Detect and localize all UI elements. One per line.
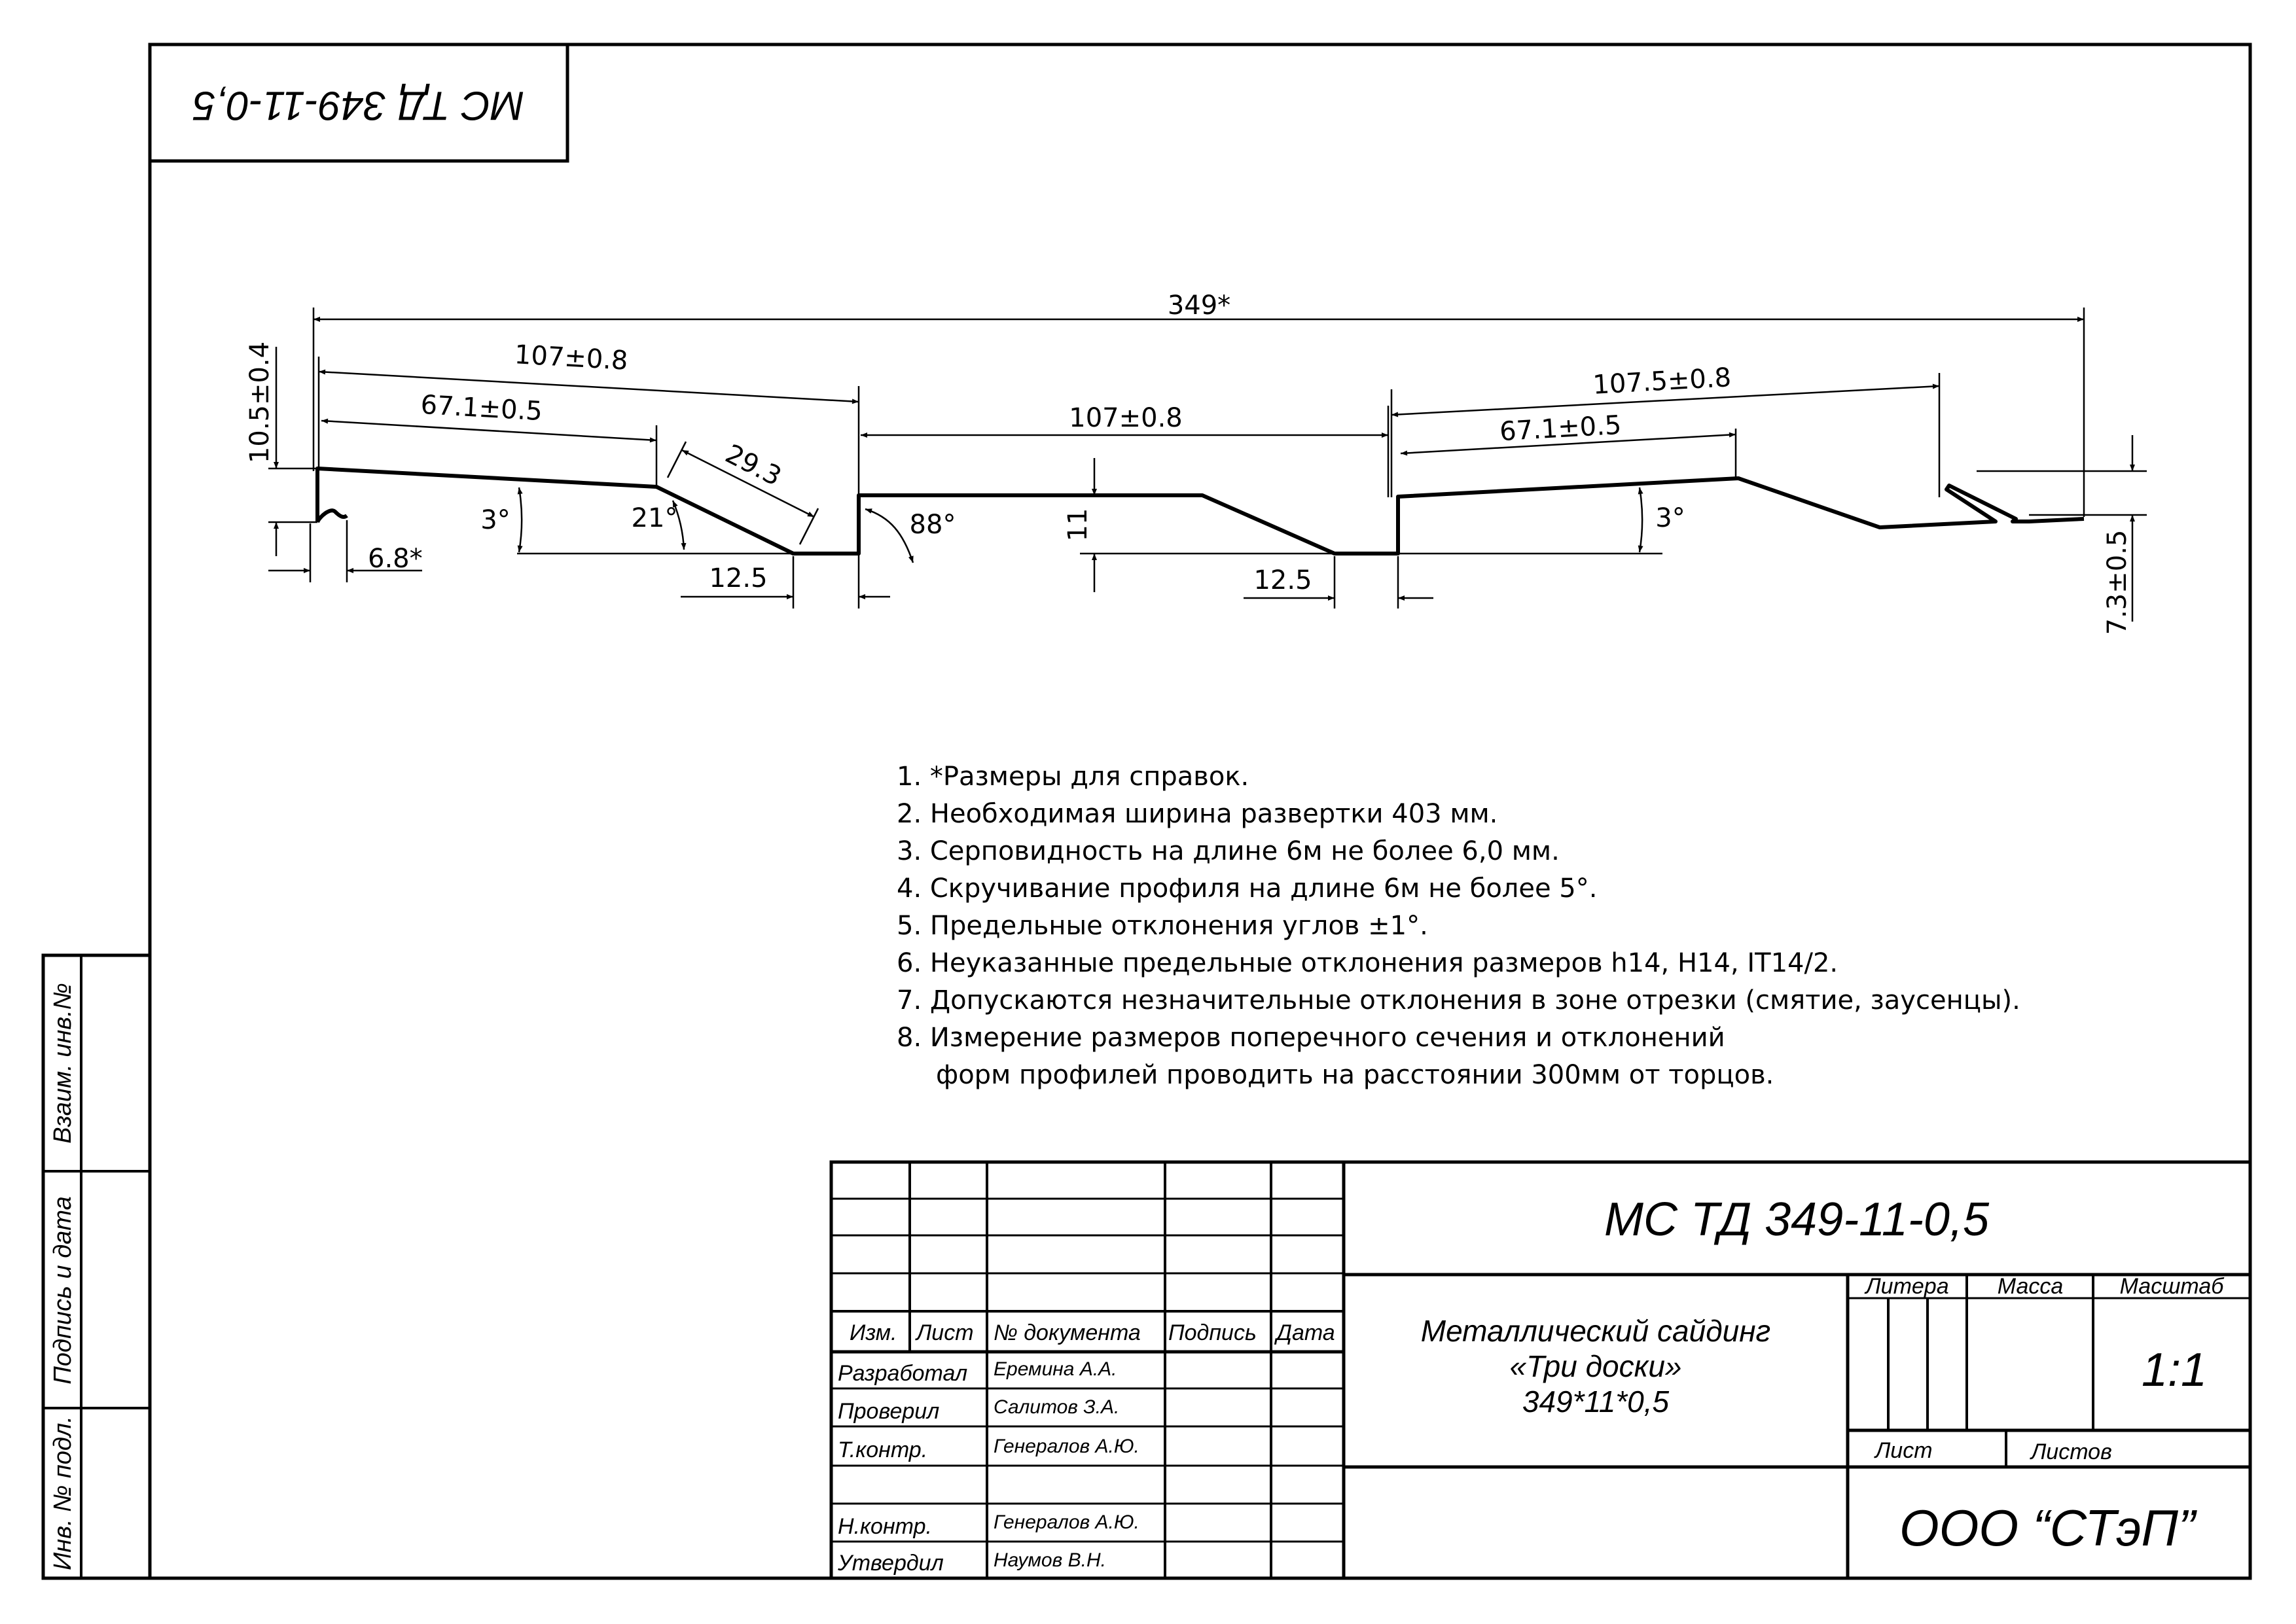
name-ncontrol: Генералов А.Ю. [994, 1511, 1139, 1533]
dim-left-gap: 12.5 [709, 563, 767, 593]
dim-mid-top: 107±0.8 [1069, 403, 1182, 433]
note-8-cont: форм профилей проводить на расстоянии 30… [936, 1060, 1774, 1090]
side-label-podpis: Подпись и дата [49, 1196, 77, 1384]
note-3: 3. Серповидность на длине 6м не более 6,… [897, 836, 1560, 866]
role-approver: Утвердил [837, 1551, 944, 1576]
dim-mid-height: 11 [1063, 508, 1093, 542]
role-developer: Разработал [838, 1361, 967, 1386]
dim-right-height: 7.3±0.5 [2102, 530, 2132, 635]
note-7: 7. Допускаются незначительные отклонения… [897, 985, 2020, 1015]
designation: МС ТД 349-11-0,5 [1604, 1193, 1990, 1246]
role-tcontrol: Т.контр. [838, 1438, 927, 1462]
product-name-line1: Металлический сайдинг [1421, 1314, 1770, 1348]
listov-label: Листов [2030, 1439, 2112, 1464]
role-checker: Проверил [838, 1399, 939, 1424]
list-label: Лист [1874, 1438, 1933, 1463]
dim-left-height: 10.5±0.4 [245, 342, 275, 463]
note-5: 5. Предельные отклонения углов ±1°. [897, 911, 1428, 941]
dim-left-angle: 3° [480, 505, 510, 535]
dim-slope-angle: 21° [632, 503, 678, 533]
header-sign: Подпись [1168, 1320, 1257, 1345]
name-developer: Еремина А.А. [994, 1358, 1117, 1380]
role-ncontrol: Н.контр. [838, 1514, 932, 1539]
title-block-texts: МС ТД 349-11-0,5 Металлический сайдинг «… [837, 1193, 2225, 1576]
scale-value: 1:1 [2142, 1344, 2207, 1396]
note-4: 4. Скручивание профиля на длине 6м не бо… [897, 874, 1597, 904]
side-label-vzaim: Взаим. инв.№ [49, 983, 77, 1144]
note-2: 2. Необходимая ширина развертки 403 мм. [897, 799, 1498, 829]
dimension-texts: 349* 107±0.8 67.1±0.5 29.3 10.5±0.4 6.8*… [245, 291, 2132, 635]
top-stamp-text: МС ТД 349-11-0,5 [192, 83, 524, 128]
note-8: 8. Измерение размеров поперечного сечени… [897, 1023, 1725, 1053]
note-1: 1. *Размеры для справок. [897, 762, 1249, 792]
side-strip [41, 953, 152, 1580]
header-list: Лист [915, 1320, 974, 1345]
top-stamp-box [148, 43, 569, 163]
dim-mid-angle: 88° [910, 510, 956, 540]
dimension-lines [268, 308, 2147, 622]
massa-label: Масса [1998, 1274, 2064, 1299]
dim-overall: 349* [1168, 291, 1230, 321]
header-izm: Изм. [850, 1320, 897, 1345]
product-name-line2: «Три доски» [1510, 1349, 1682, 1383]
title-block [829, 1160, 2252, 1580]
header-doc: № документа [994, 1320, 1141, 1345]
side-label-inv: Инв. № подл. [49, 1416, 77, 1570]
dim-right-flat: 67.1±0.5 [1499, 410, 1622, 447]
product-name-line3: 349*11*0,5 [1522, 1385, 1670, 1419]
dim-left-slope: 29.3 [721, 439, 786, 492]
name-approver: Наумов В.Н. [994, 1549, 1106, 1571]
header-date: Дата [1274, 1320, 1335, 1345]
note-6: 6. Неуказанные предельные отклонения раз… [897, 948, 1838, 978]
dim-right-top: 107.5±0.8 [1592, 362, 1732, 400]
siding-profile [315, 467, 2085, 556]
dim-right-angle: 3° [1655, 503, 1685, 533]
name-checker: Салитов З.А. [994, 1396, 1119, 1418]
dim-left-flat: 67.1±0.5 [420, 390, 543, 427]
name-tcontrol: Генералов А.Ю. [994, 1436, 1139, 1457]
litera-label: Литера [1864, 1274, 1948, 1299]
dim-left-hook: 6.8* [368, 544, 423, 574]
dim-left-top: 107±0.8 [514, 340, 629, 376]
company-name: ООО “СТэП” [1899, 1499, 2197, 1557]
masshtab-label: Масштаб [2120, 1274, 2225, 1299]
dim-mid-gap: 12.5 [1253, 565, 1312, 595]
notes-block: 1. *Размеры для справок. 2. Необходимая … [897, 762, 2020, 1090]
